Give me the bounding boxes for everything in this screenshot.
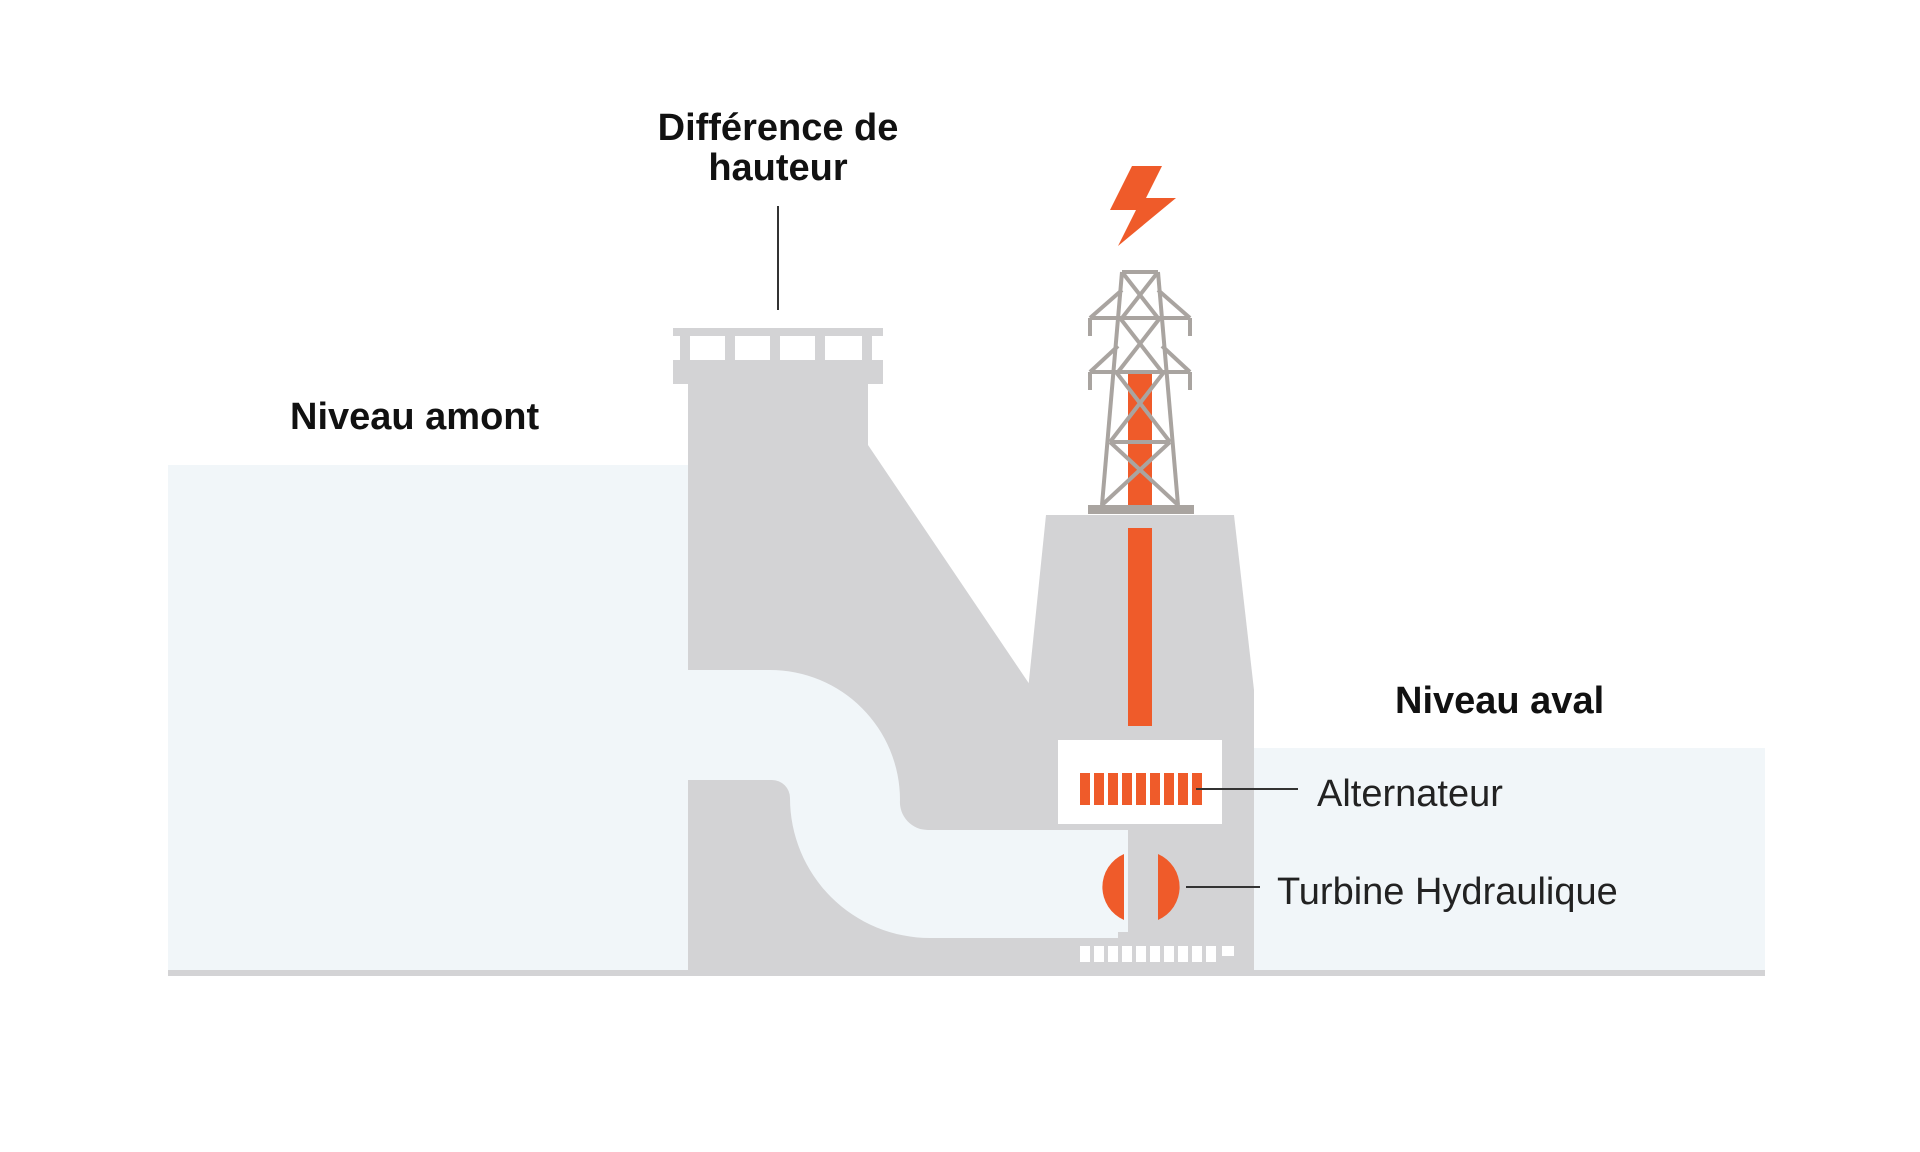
dam-crest-post [725, 336, 735, 360]
lightning-bolt-icon [1110, 166, 1176, 246]
power-conduit [1128, 528, 1152, 726]
upstream-level-label: Niveau amont [290, 396, 540, 438]
turbine-label: Turbine Hydraulique [1277, 871, 1618, 913]
alternator-coils [1080, 773, 1202, 805]
dam-crest-base [673, 360, 883, 384]
downstream-level-label: Niveau aval [1395, 680, 1604, 722]
downstream-water [1250, 748, 1765, 975]
turbine-runner-right [1158, 854, 1180, 920]
turbine-runner-left [1102, 854, 1124, 920]
alternator-label: Alternateur [1317, 773, 1503, 815]
turbine-base-grating [1080, 946, 1234, 962]
upstream-water [168, 465, 693, 975]
dam-crest-post [680, 336, 690, 360]
transmission-tower-icon [1088, 270, 1194, 514]
ground-line [168, 970, 1765, 976]
turbine-shaft-base [1118, 932, 1162, 940]
height-difference-label: Différence de [658, 107, 899, 149]
dam-crest-post [862, 336, 872, 360]
dam-crest-post [815, 336, 825, 360]
dam-crest-top [673, 328, 883, 336]
penstock [688, 670, 1128, 938]
height-difference-label-line2: hauteur [708, 147, 848, 189]
dam-crest-post [770, 336, 780, 360]
turbine-shaft [1128, 828, 1152, 940]
